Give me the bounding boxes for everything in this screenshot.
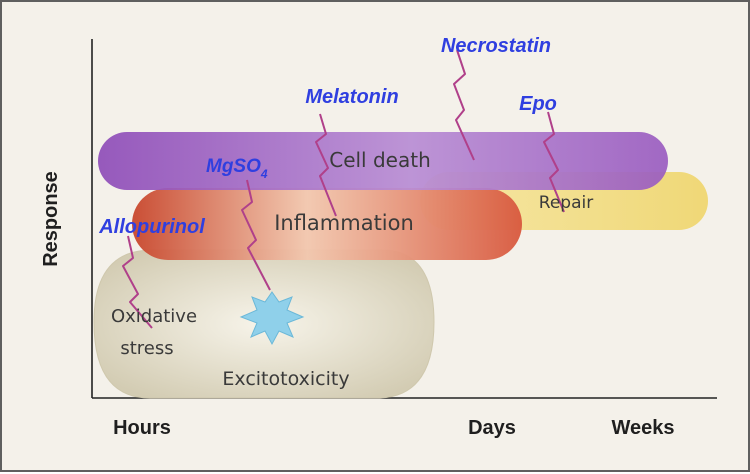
- epo-lightning-icon: [543, 111, 565, 213]
- x-tick-hours: Hours: [113, 417, 171, 439]
- cell-death-region: [98, 132, 668, 190]
- inflammation-label: Inflammation: [274, 211, 414, 235]
- oxidative-stress-label-line1: Oxidative: [111, 306, 197, 327]
- mgso4-label-main: MgSO: [206, 156, 261, 177]
- excitotoxicity-label: Excitotoxicity: [222, 368, 349, 390]
- allopurinol-label: Allopurinol: [98, 216, 205, 238]
- repair-label: Repair: [539, 193, 593, 213]
- x-tick-days: Days: [468, 417, 516, 439]
- mgso4-lightning-icon: [241, 179, 271, 291]
- excitotoxicity-star-icon: [239, 291, 305, 346]
- mgso4-label-subscript: 4: [260, 167, 268, 181]
- inflammation-region: [132, 188, 522, 260]
- necrostatin-lightning-icon: [453, 49, 475, 161]
- allopurinol-lightning-icon: [122, 235, 153, 329]
- melatonin-label: Melatonin: [305, 86, 398, 108]
- x-tick-weeks: Weeks: [611, 417, 674, 439]
- cell-death-label: Cell death: [329, 148, 431, 172]
- epo-label: Epo: [519, 93, 557, 115]
- mgso4-label: MgSO4: [206, 156, 268, 181]
- melatonin-lightning-icon: [315, 113, 337, 217]
- necrostatin-label: Necrostatin: [441, 35, 551, 57]
- y-axis-label: Response: [40, 171, 62, 267]
- oxidative-stress-label-line2: stress: [120, 338, 173, 359]
